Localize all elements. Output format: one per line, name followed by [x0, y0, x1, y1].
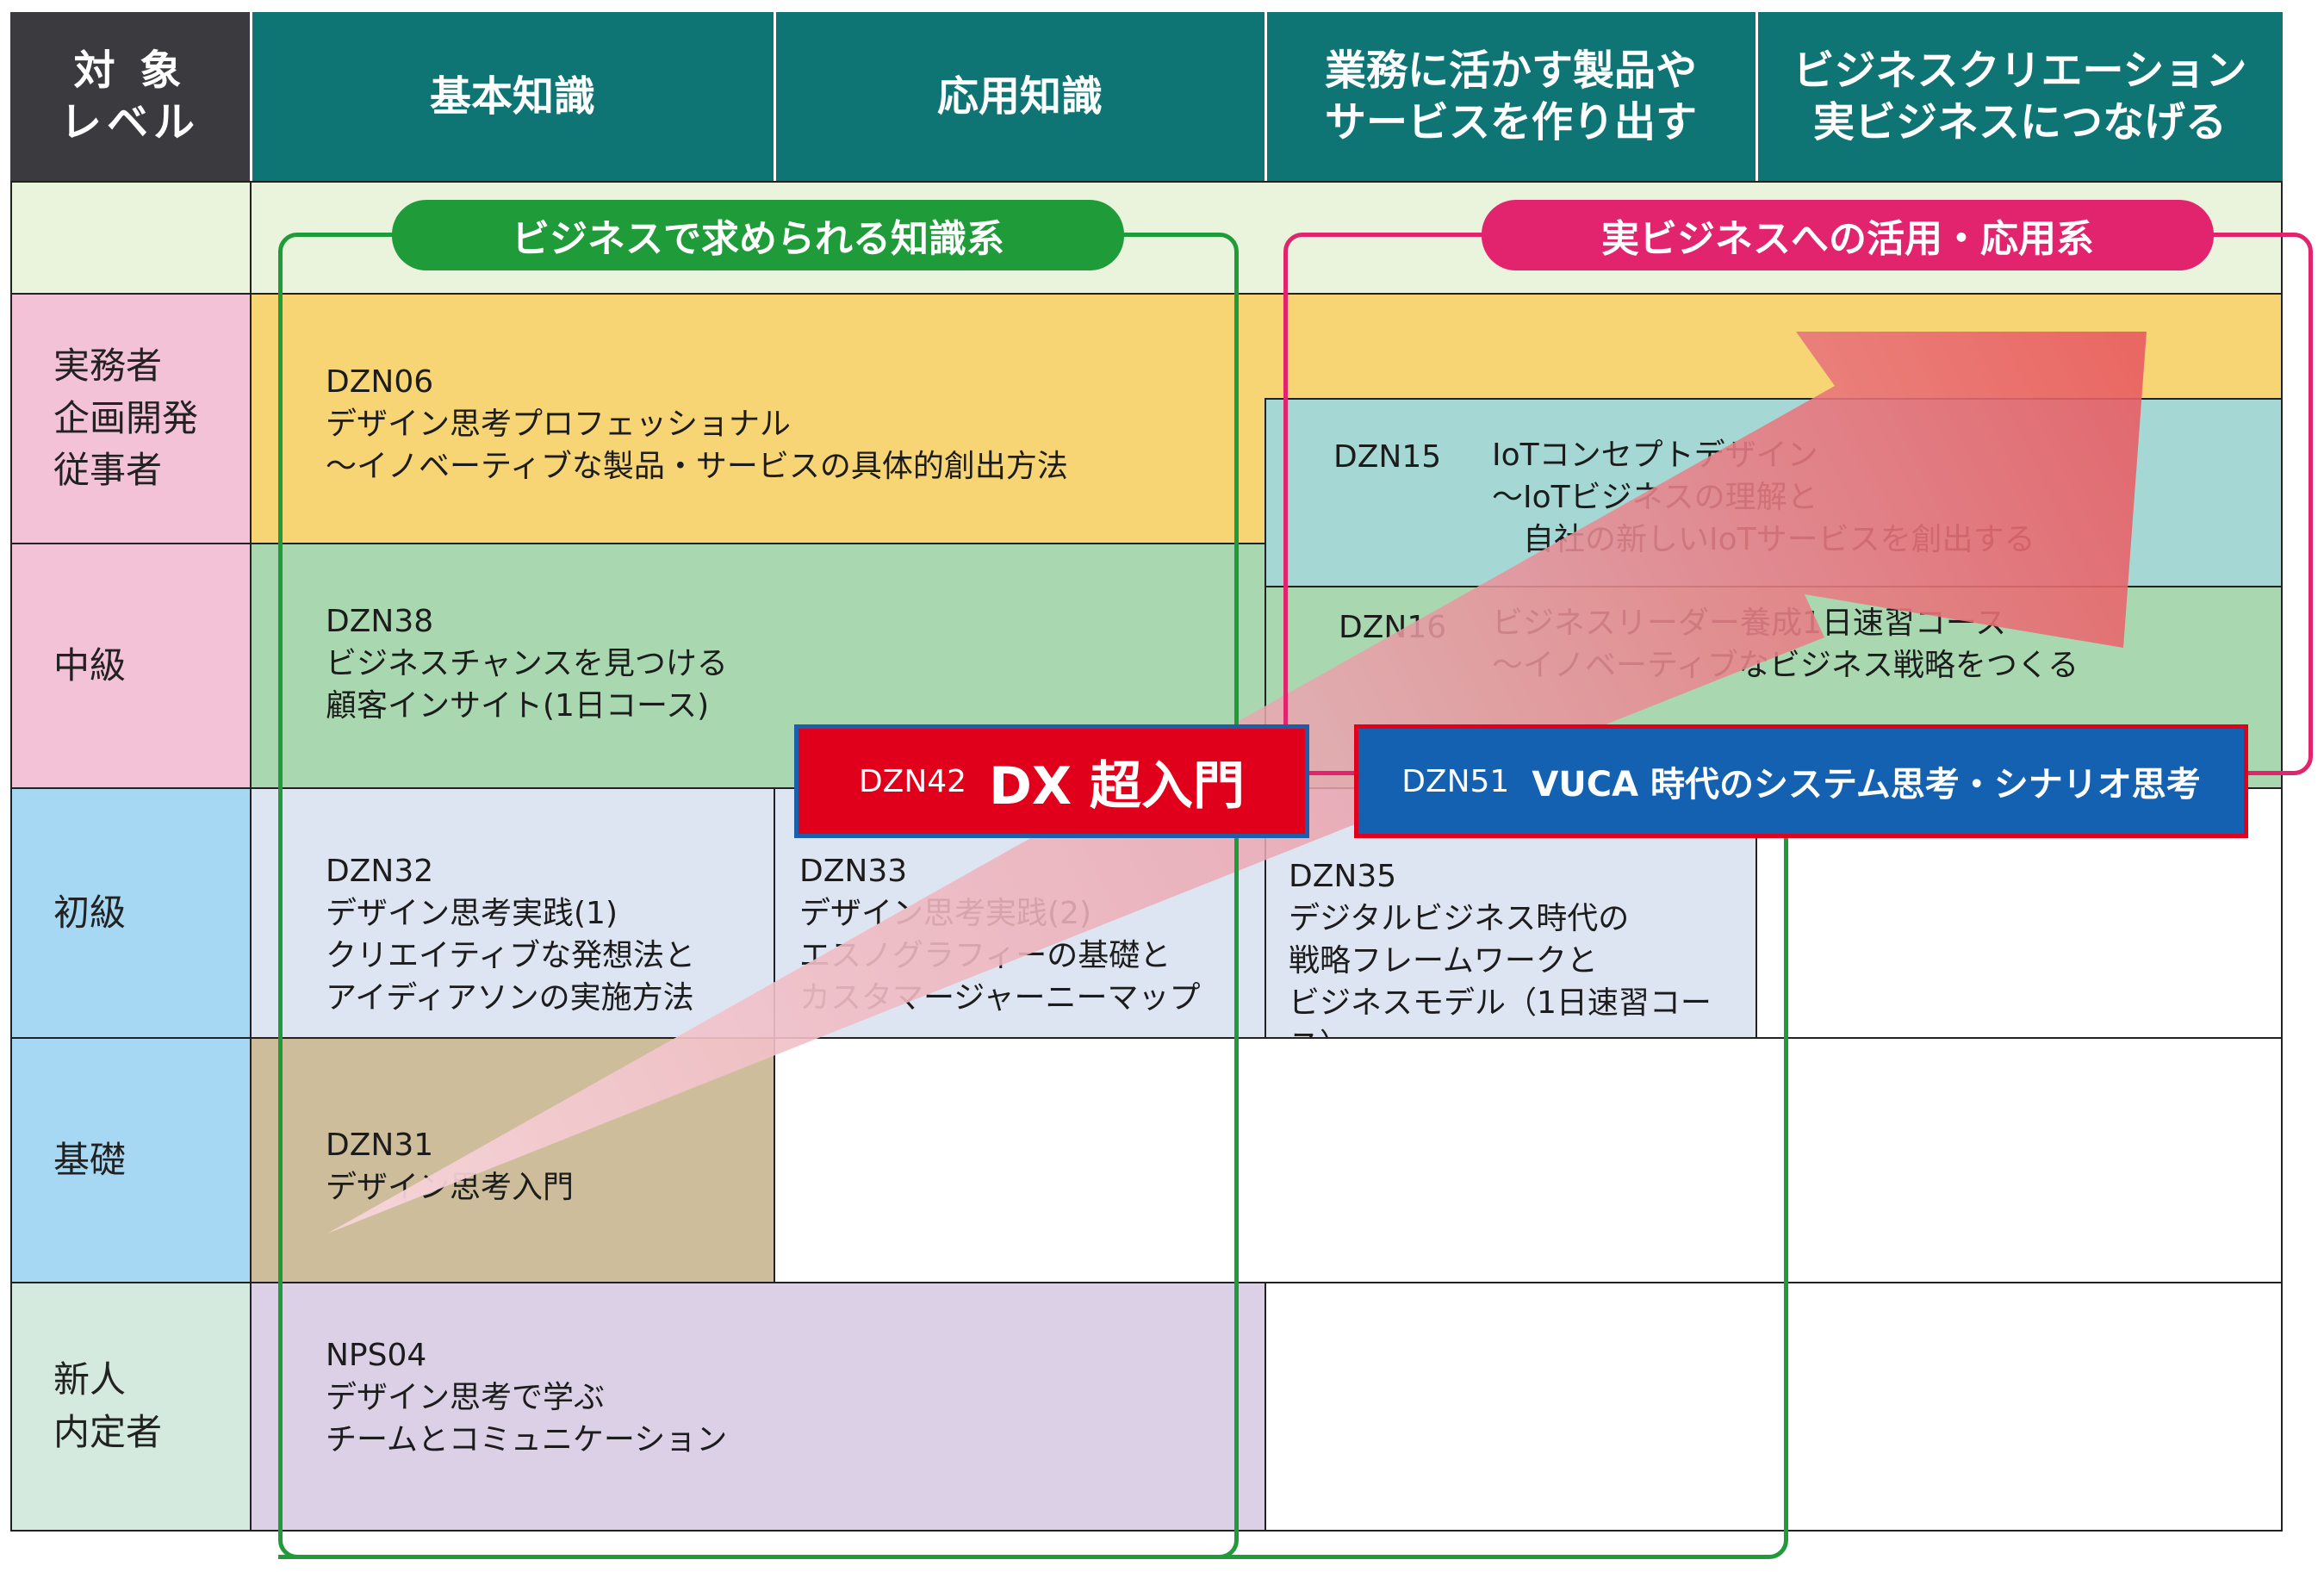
application-group-outline: [1283, 233, 2313, 775]
course-dzn32: DZN32 デザイン思考実践(1) クリエイティブな発想法と アイディアソンの実…: [326, 854, 696, 1016]
course-dzn31: DZN31 デザイン思考入門: [326, 1128, 575, 1205]
application-group-label: 実ビジネスへの活用・応用系: [1482, 200, 2214, 270]
level-intermediate: 中級: [10, 543, 252, 789]
header-applied-knowledge: 応用知識: [775, 12, 1265, 181]
header-target-level: 対 象 レベル: [10, 12, 250, 181]
knowledge-group-outline-extension: [278, 792, 1788, 1559]
course-dzn51-title: VUCA 時代のシステム思考・シナリオ思考: [1532, 765, 2201, 805]
header-divider: [774, 12, 776, 181]
knowledge-group-label: ビジネスで求められる知識系: [392, 200, 1124, 270]
course-dzn42-title: DX 超入門: [989, 755, 1246, 817]
course-cell-nps04: [250, 1282, 1266, 1532]
header-divider: [250, 12, 252, 181]
course-dzn51: DZN51 VUCA 時代のシステム思考・シナリオ思考: [1354, 724, 2248, 838]
header-business-creation: ビジネスクリエーション 実ビジネスにつなげる: [1757, 12, 2283, 181]
level-practitioner: 実務者 企画開発 従事者: [10, 293, 252, 544]
level-beginner: 初級: [10, 787, 252, 1039]
header-divider: [1755, 12, 1758, 181]
empty-cell: [1265, 1282, 2283, 1532]
course-nps04: NPS04 デザイン思考で学ぶ チームとコミュニケーション: [326, 1338, 728, 1457]
course-dzn51-code: DZN51: [1401, 763, 1510, 799]
course-dzn15-code: DZN15: [1333, 439, 1442, 475]
course-dzn42-code: DZN42: [858, 763, 967, 799]
level-new-hire: 新人 内定者: [10, 1282, 252, 1532]
header-basic-knowledge: 基本知識: [252, 12, 774, 181]
course-dzn06: DZN06 デザイン思考プロフェッショナル 〜イノベーティブな製品・サービスの具…: [326, 364, 1068, 484]
header-divider: [1265, 12, 1267, 181]
header-product-service-creation: 業務に活かす製品や サービスを作り出す: [1266, 12, 1755, 181]
course-cell-dzn32: [250, 787, 775, 1039]
course-dzn42: DZN42 DX 超入門: [794, 724, 1309, 838]
course-dzn38: DZN38 ビジネスチャンスを見つける 顧客インサイト(1日コース): [326, 604, 728, 724]
